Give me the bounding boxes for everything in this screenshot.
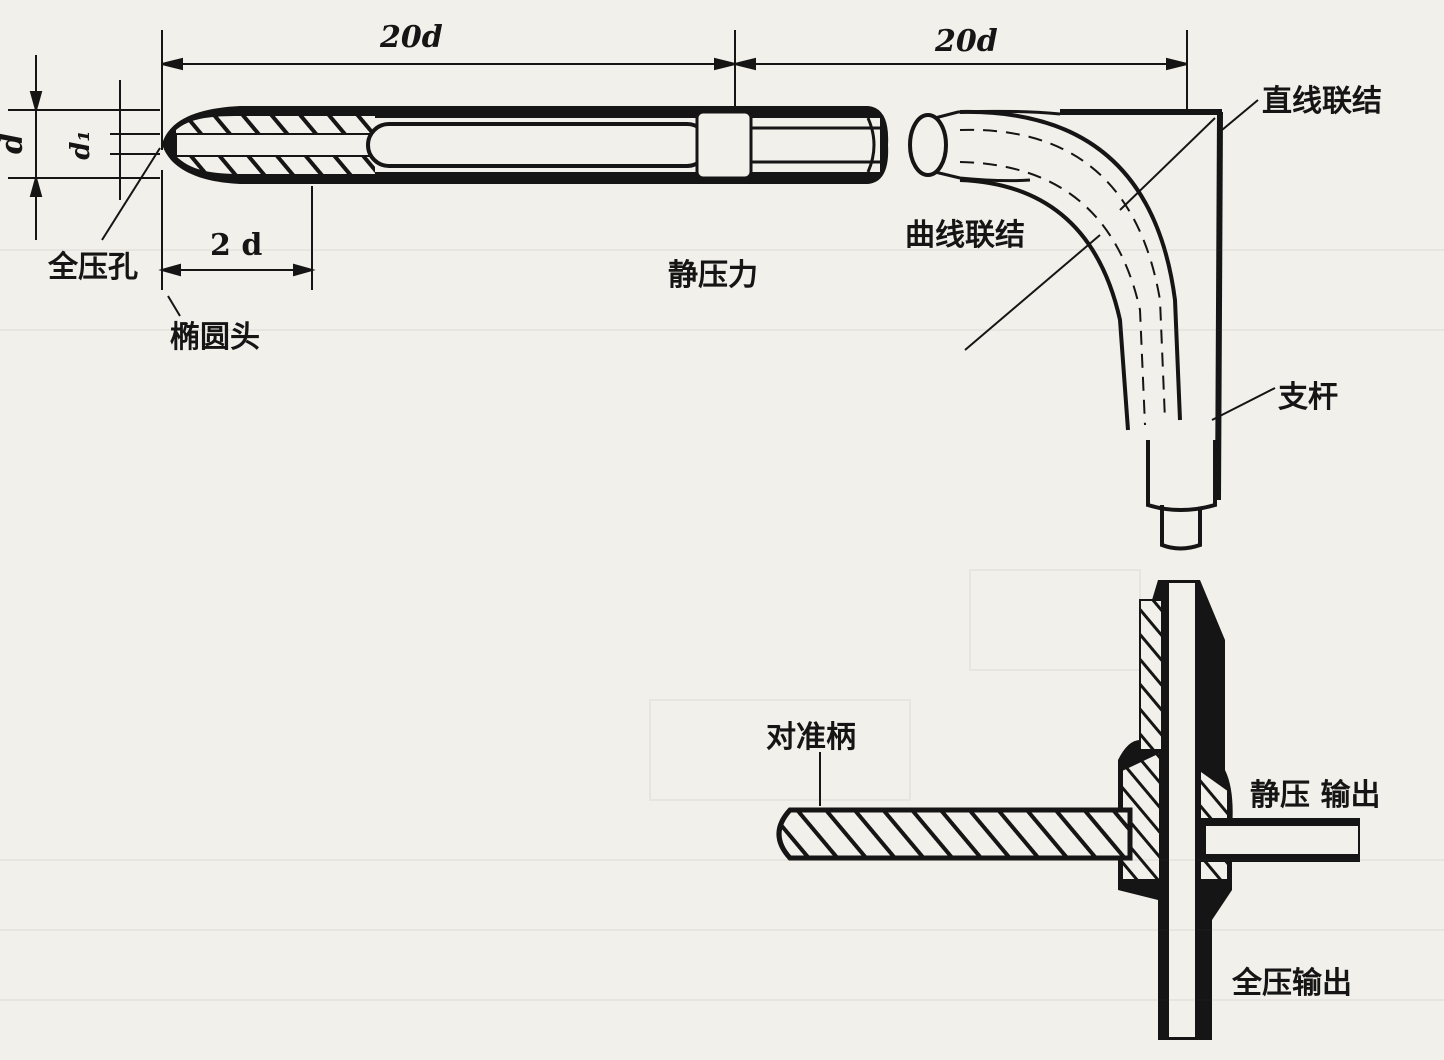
label-alignment-handle: 对准柄 <box>766 720 856 755</box>
bleed-through <box>0 249 1444 1001</box>
dim-diameter: d <box>0 133 30 154</box>
label-support-rod: 支杆 <box>1278 380 1338 415</box>
dim-hole-diameter: d₁ <box>65 130 96 160</box>
dim-right-length: 20d <box>935 24 998 59</box>
probe-tube <box>162 106 889 184</box>
label-straight-joint: 直线联结 <box>1262 84 1382 119</box>
elbow-section <box>908 99 1276 551</box>
dim-left-length: 20d <box>380 20 443 55</box>
label-static-output: 静压 输出 <box>1250 778 1381 813</box>
output-assembly <box>776 580 1360 1040</box>
label-curve-joint: 曲线联结 <box>905 218 1025 253</box>
dim-head-length: 2 d <box>210 228 263 263</box>
label-total-output: 全压输出 <box>1232 966 1352 1001</box>
label-static-pressure: 静压力 <box>668 258 758 293</box>
dimension-lines <box>8 30 1188 317</box>
label-total-pressure-hole: 全压孔 <box>48 250 138 285</box>
label-ellipse-head: 椭圆头 <box>170 320 260 355</box>
